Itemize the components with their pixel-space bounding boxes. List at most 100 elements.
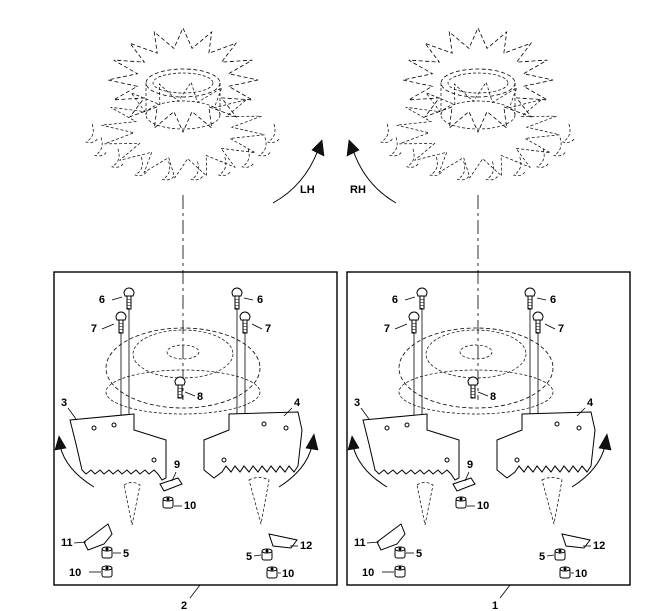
nut-10-right (266, 566, 278, 579)
knife-rotation-arrow (59, 445, 95, 488)
bolt-7-left (408, 311, 420, 334)
tine (512, 156, 527, 176)
callout-label: 3 (354, 397, 360, 409)
holder-11 (376, 523, 406, 551)
callout-label: 10 (575, 568, 587, 580)
callout-label: 4 (587, 397, 594, 409)
knife-hole (283, 425, 289, 431)
tine (406, 148, 420, 168)
knife-hole (151, 457, 157, 463)
holder-12 (561, 533, 591, 549)
knife-3 (69, 413, 167, 481)
tine (485, 161, 499, 181)
tine (85, 123, 99, 143)
callout-leader (546, 554, 555, 557)
rotor-disc-inner (425, 329, 527, 379)
callout-label: 12 (300, 540, 312, 552)
callout-leader (366, 541, 380, 544)
callout-leader (101, 323, 115, 330)
holder-12 (268, 533, 298, 549)
bolt-8 (174, 376, 186, 399)
panel-number-left: 2 (181, 600, 187, 611)
callout-label: 9 (467, 459, 473, 471)
tine (429, 156, 443, 176)
hub-bottom (145, 100, 221, 130)
rotor-hub (166, 344, 200, 360)
rotation-arrow-lh: LH (272, 139, 325, 204)
tine (111, 148, 125, 168)
callout-label: 6 (99, 294, 105, 306)
tine (266, 123, 281, 143)
star-upper (402, 27, 554, 133)
callout-label: 8 (197, 391, 203, 403)
callout-leader (394, 323, 408, 330)
bolt-7-right (532, 311, 544, 334)
callout-leader (464, 471, 470, 482)
callout-label: 6 (392, 294, 398, 306)
callout-leader (73, 541, 87, 544)
bolt-6-right (524, 287, 536, 310)
rotor-disc-lower (398, 369, 554, 415)
callout-label: 9 (174, 459, 180, 471)
tine (94, 137, 108, 157)
star-upper (107, 27, 259, 133)
star-wheel-left (85, 27, 281, 181)
callout-label: 7 (91, 323, 97, 335)
tine (389, 137, 403, 157)
knife-hole (111, 422, 117, 428)
callout-leader (253, 554, 262, 557)
callout-label: 5 (416, 548, 422, 560)
knife-4 (496, 411, 596, 479)
knife-hole (554, 421, 560, 427)
tine (134, 156, 148, 176)
knife-rotation-arrow (571, 445, 606, 488)
tine (241, 148, 255, 168)
callout-leader (243, 297, 254, 301)
callout-label: 10 (282, 568, 294, 580)
holder-11 (83, 523, 113, 551)
callout-label: 3 (61, 397, 67, 409)
callout-label: 7 (265, 323, 271, 335)
knife-hole (514, 457, 520, 463)
knife-3 (362, 413, 460, 481)
callout-leader (171, 471, 177, 482)
arrowhead (54, 435, 67, 451)
panel-left-frame (53, 271, 338, 586)
callout-leader (251, 323, 263, 330)
callout-label: 11 (61, 537, 73, 549)
knife-hole (384, 425, 390, 431)
nut-5-right (261, 548, 273, 561)
callout-leader (283, 407, 293, 417)
knife-rotation-arrow (278, 445, 313, 488)
tine (536, 148, 550, 168)
callout-label: 7 (384, 323, 390, 335)
panel-number-leader-left (189, 584, 201, 599)
bolt-7-right (239, 311, 251, 334)
callout-label: 6 (257, 294, 263, 306)
tine (217, 156, 232, 176)
knife-hole (91, 425, 97, 431)
callout-leader (544, 323, 556, 330)
star-lower (101, 81, 265, 179)
lh-label: LH (300, 184, 315, 196)
rotor-hub (459, 344, 493, 360)
bolt-8 (467, 376, 479, 399)
callout-leader (477, 391, 489, 397)
knife-hole (576, 425, 582, 431)
knife-hole (404, 422, 410, 428)
bolt-6-left (416, 287, 428, 310)
callout-label: 10 (477, 500, 489, 512)
hub-inner (447, 72, 509, 94)
callout-leader (111, 296, 123, 301)
callout-label: 11 (354, 537, 366, 549)
bolt-6-left (123, 287, 135, 310)
star-lower (396, 81, 560, 179)
callout-leader (576, 407, 586, 417)
knife-rotation-arrow (352, 445, 388, 488)
rh-label: RH (350, 184, 366, 196)
panel-right-frame (346, 271, 631, 586)
callout-label: 6 (550, 294, 556, 306)
knife-hole (444, 457, 450, 463)
knife-4 (203, 411, 303, 479)
